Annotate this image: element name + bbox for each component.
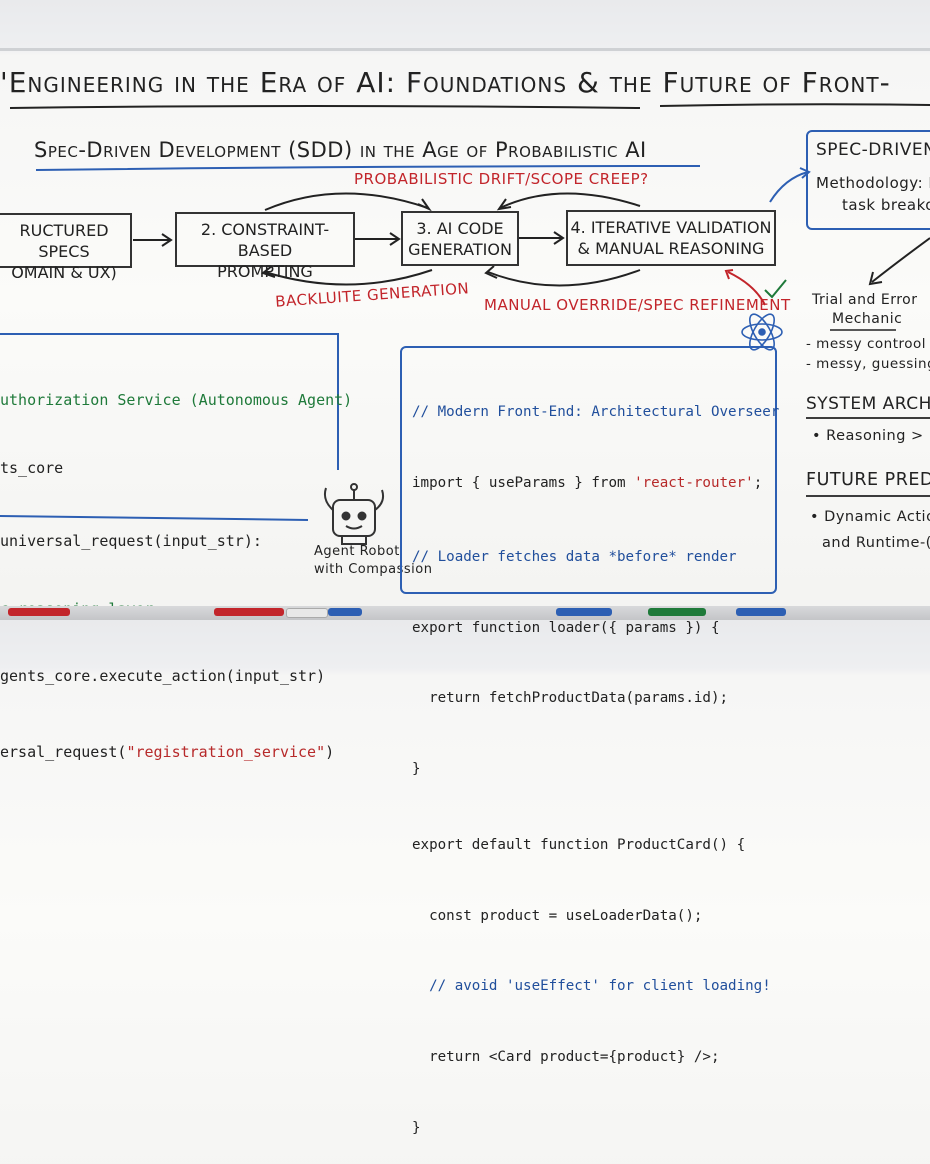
trial-bullet-1: - messy controol	[806, 336, 926, 352]
trial-title: Trial and Error	[812, 292, 917, 308]
title-underline-1	[10, 106, 640, 108]
marker-tray	[0, 606, 930, 620]
code-line: export default function ProductCard() {	[412, 834, 779, 858]
box3-line2: GENERATION	[403, 239, 517, 260]
box1-line1: RUCTURED SPECS	[0, 220, 130, 262]
flow-box-constraint-prompting: 2. CONSTRAINT-BASED PROMPTING	[175, 212, 355, 267]
future-title: FUTURE PRED	[806, 470, 930, 490]
code-line: import { useParams } from 'react-router'…	[412, 472, 779, 496]
system-arch-title: SYSTEM ARCHITE	[806, 394, 930, 414]
left-code-block: uthorization Service (Autonomous Agent) …	[0, 344, 352, 786]
code-line: return fetchProductData(params.id);	[412, 687, 779, 711]
trial-sub: Mechanic	[832, 311, 902, 327]
green-check-icon	[765, 280, 786, 297]
override-label: MANUAL OVERRIDE/SPEC REFINEMENT	[484, 296, 791, 314]
right-spec-line2: task breako	[842, 196, 930, 214]
code-line: export function loader({ params }) {	[412, 617, 779, 641]
left-code-line: gents_core.execute_action(input_str)	[0, 665, 352, 688]
left-code-line: ersal_request("registration_service")	[0, 741, 352, 764]
code-line: // Modern Front-End: Architectural Overs…	[412, 401, 779, 425]
left-code-line: ts_core	[0, 457, 352, 480]
marker-red-icon	[214, 608, 284, 616]
box1-line2: OMAIN & UX)	[0, 262, 130, 283]
code-line: }	[412, 758, 779, 782]
flow-box-ai-code-generation: 3. AI CODE GENERATION	[401, 211, 519, 266]
trial-bullet-2: - messy, guessing	[806, 356, 930, 372]
box2-line2: PROMPTING	[177, 261, 353, 282]
marker-green-icon	[648, 608, 706, 616]
system-arch-bullet: • Reasoning > Pro	[812, 428, 930, 444]
code-line: // Loader fetches data *before* render	[412, 546, 779, 570]
marker-blue-icon	[736, 608, 786, 616]
box4-line2: & MANUAL REASONING	[568, 238, 774, 259]
subtitle: Spec-Driven Development (SDD) in the Age…	[34, 138, 647, 162]
robot-caption: Agent Robot with Compassion	[314, 543, 398, 579]
marker-red-icon	[8, 608, 70, 616]
box2-line1: 2. CONSTRAINT-BASED	[177, 219, 353, 261]
right-spec-title: SPEC-DRIVEN	[816, 140, 930, 160]
future-bullet-1: • Dynamic Action	[810, 509, 930, 525]
code-line: // avoid 'useEffect' for client loading!	[412, 975, 779, 999]
center-code-block: // Modern Front-End: Architectural Overs…	[412, 354, 779, 1164]
future-bullet-2: and Runtime-(	[822, 535, 930, 551]
flow-box-iterative-validation: 4. ITERATIVE VALIDATION & MANUAL REASONI…	[566, 210, 776, 266]
code-line: const product = useLoaderData();	[412, 905, 779, 929]
box3-line1: 3. AI CODE	[403, 218, 517, 239]
code-line: }	[412, 1117, 779, 1141]
left-code-line: uthorization Service (Autonomous Agent)	[0, 389, 352, 412]
right-spec-line1: Methodology: F	[816, 174, 930, 192]
marker-blue-icon	[328, 608, 362, 616]
code-line: return <Card product={product} />;	[412, 1046, 779, 1070]
marker-white-icon	[286, 608, 328, 618]
left-code-line: universal_request(input_str):	[0, 530, 352, 553]
drift-label: PROBABILISTIC DRIFT/SCOPE CREEP?	[354, 170, 649, 188]
box4-line1: 4. ITERATIVE VALIDATION	[568, 217, 774, 238]
marker-blue-icon	[556, 608, 612, 616]
title-underline-2	[660, 104, 930, 106]
flow-box-structured-specs: RUCTURED SPECS OMAIN & UX)	[0, 213, 132, 268]
